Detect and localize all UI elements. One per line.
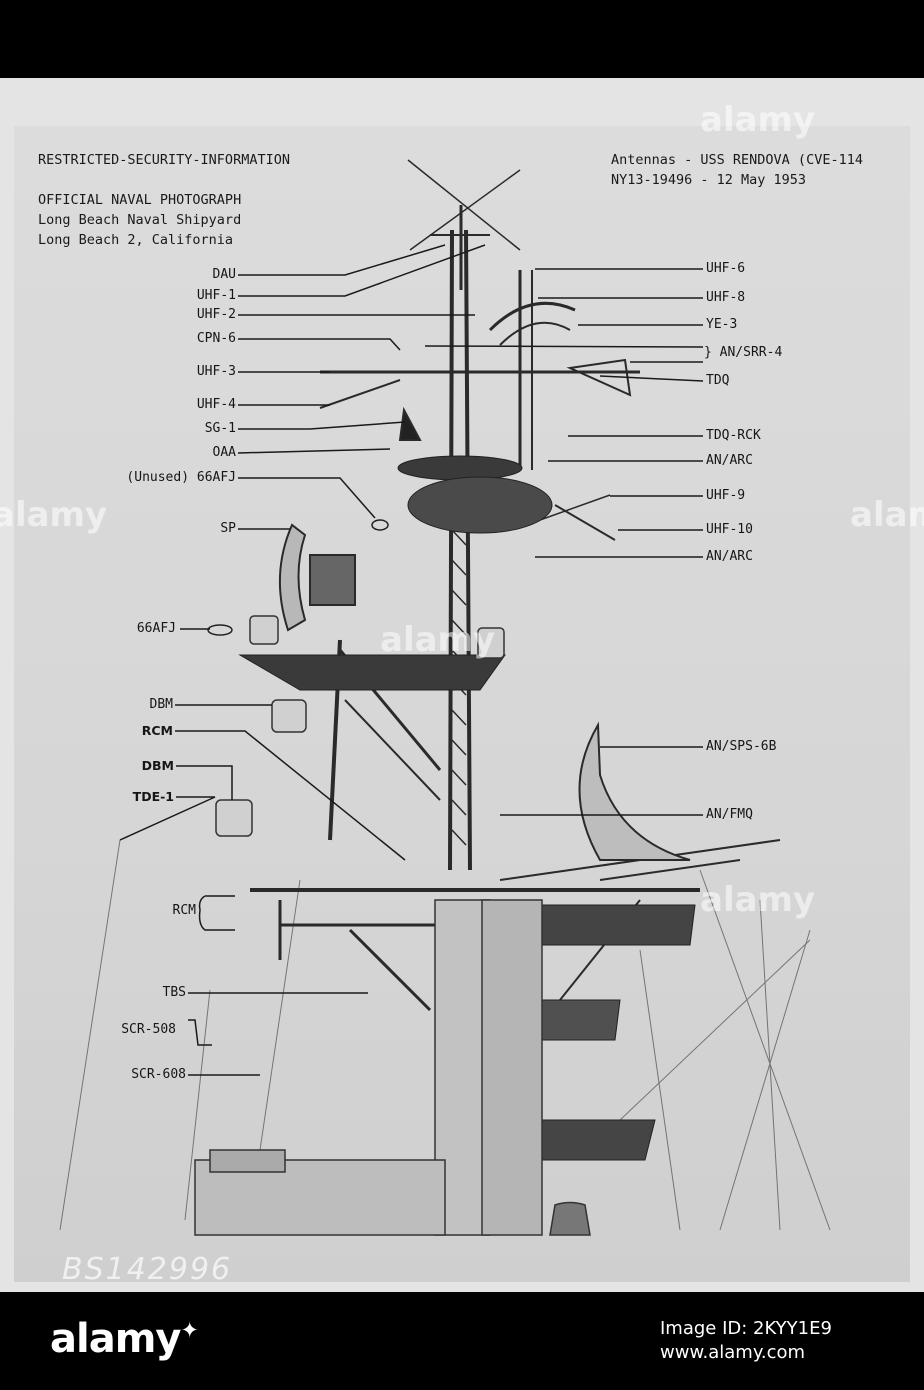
watermark: alamy: [0, 495, 108, 535]
star-icon: ✦: [180, 1318, 198, 1344]
label-tbs: TBS: [162, 985, 186, 1000]
negative-number: BS142996: [62, 1252, 233, 1287]
label-unused-66afj: (Unused) 66AFJ: [126, 470, 236, 485]
label-an-fmq: AN/FMQ: [706, 807, 753, 822]
label-dbm-upper: DBM: [149, 697, 173, 712]
label-oaa: OAA: [212, 445, 236, 460]
photo-subject: Antennas - USS RENDOVA (CVE-114: [611, 152, 863, 168]
label-uhf-10: UHF-10: [706, 522, 753, 537]
shipyard-name: Long Beach Naval Shipyard: [38, 212, 242, 228]
label-uhf-8: UHF-8: [706, 290, 746, 305]
label-rcm-upper: RCM: [141, 723, 173, 738]
photo-reference-date: NY13-19496 - 12 May 1953: [611, 172, 807, 188]
label-an-arc-lower: AN/ARC: [706, 549, 753, 564]
label-tde-1: TDE-1: [132, 789, 174, 804]
label-scr-508: SCR-508: [121, 1022, 176, 1037]
label-rcm-lower: RCM: [172, 903, 196, 918]
label-cpn-6: CPN-6: [196, 331, 236, 346]
security-classification: RESTRICTED-SECURITY-INFORMATION: [38, 152, 290, 168]
label-uhf-4: UHF-4: [196, 397, 236, 412]
label-uhf-6: UHF-6: [706, 261, 746, 276]
watermark: alamy: [380, 620, 496, 660]
watermark: alamy: [700, 880, 816, 920]
brand-logo: alamy✦: [50, 1316, 199, 1362]
label-sg-1: SG-1: [204, 421, 236, 436]
label-uhf-3: UHF-3: [196, 364, 236, 379]
label-scr-608: SCR-608: [131, 1067, 186, 1082]
label-dbm-lower: DBM: [141, 758, 174, 773]
shipyard-address: Long Beach 2, California: [38, 232, 234, 248]
brand-name: alamy: [50, 1316, 181, 1362]
label-an-arc-upper: AN/ARC: [706, 453, 753, 468]
label-an-srr-4: } AN/SRR-4: [704, 345, 783, 360]
watermark: alamy: [700, 100, 816, 140]
watermark: alamy: [850, 495, 924, 535]
label-uhf-2: UHF-2: [196, 307, 236, 322]
label-ye-3: YE-3: [706, 317, 738, 332]
label-sp: SP: [220, 521, 236, 536]
label-uhf-1: UHF-1: [196, 288, 236, 303]
label-uhf-9: UHF-9: [706, 488, 746, 503]
label-tdq-rck: TDQ-RCK: [706, 428, 761, 443]
label-tdq: TDQ: [706, 373, 730, 388]
site-url[interactable]: www.alamy.com: [660, 1342, 806, 1363]
label-66afj: 66AFJ: [136, 621, 176, 636]
label-dau: DAU: [212, 267, 236, 282]
label-an-sps-6b: AN/SPS-6B: [706, 739, 777, 754]
stock-banner: [0, 1292, 924, 1390]
photo-source: OFFICIAL NAVAL PHOTOGRAPH: [38, 192, 242, 208]
image-id: Image ID: 2KYY1E9: [660, 1318, 832, 1339]
